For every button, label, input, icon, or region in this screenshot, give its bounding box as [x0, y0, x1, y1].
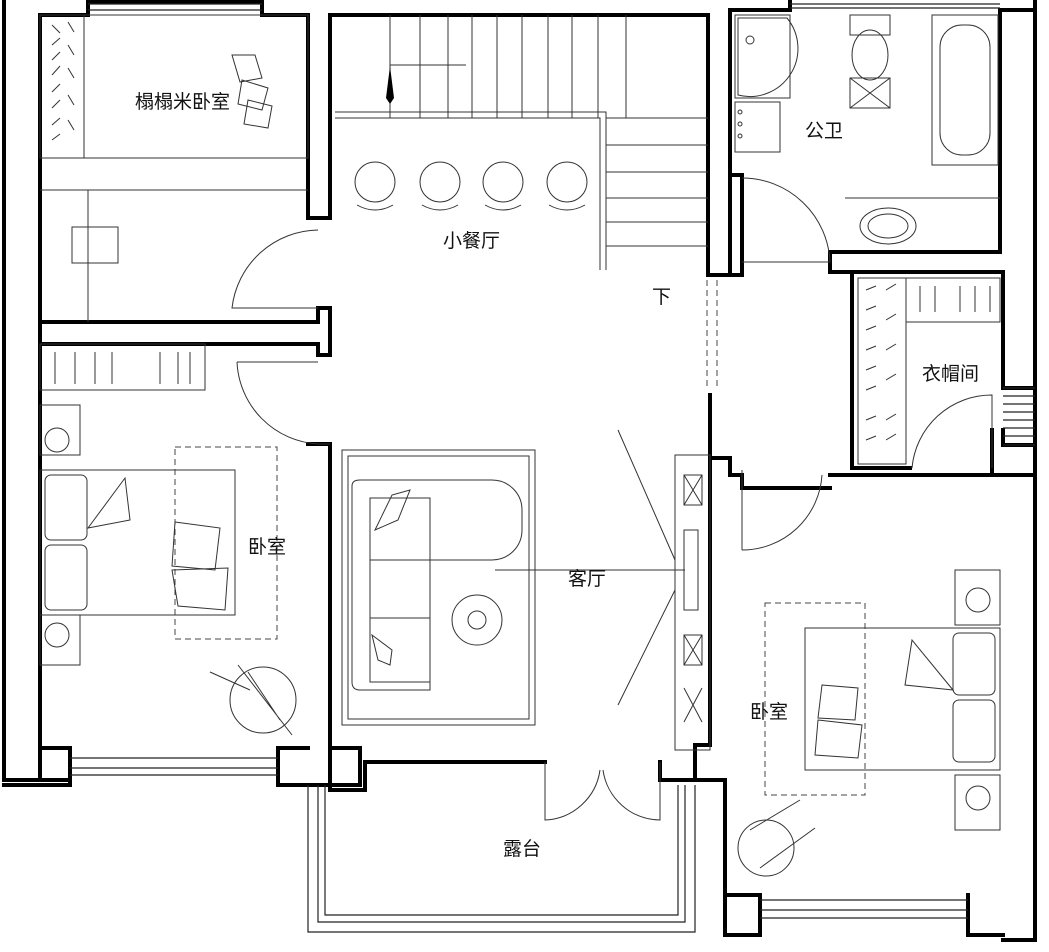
label-bedroom-left: 卧室: [248, 536, 286, 558]
tatami-door: [231, 229, 319, 309]
tatami-furniture: [39, 14, 309, 322]
left-bedroom-furniture: [39, 343, 297, 736]
living-furniture: [341, 429, 711, 751]
label-bedroom-right: 卧室: [750, 701, 788, 723]
room-labels: 榻榻米卧室 小餐厅 公卫 下 衣帽间 卧室 客厅 卧室 露台: [135, 91, 979, 860]
label-small-dining: 小餐厅: [443, 230, 500, 252]
label-cloakroom: 衣帽间: [922, 363, 979, 385]
label-living-room: 客厅: [568, 568, 606, 590]
left-bedroom-door: [236, 361, 330, 445]
terrace-doors: [544, 762, 661, 821]
bathroom-fixtures: [734, 14, 1000, 263]
cloakroom-wardrobe: [857, 277, 1001, 469]
bar-stools: [354, 161, 588, 211]
label-tatami-bedroom: 榻榻米卧室: [135, 91, 230, 113]
label-terrace: 露台: [503, 838, 541, 860]
label-bathroom: 公卫: [805, 120, 843, 142]
staircase: [335, 15, 708, 270]
thin-lines: [70, 3, 1035, 933]
label-down-stairs: 下: [652, 286, 671, 308]
right-bedroom-furniture: [737, 569, 1001, 877]
right-bedroom-door: [741, 470, 823, 551]
